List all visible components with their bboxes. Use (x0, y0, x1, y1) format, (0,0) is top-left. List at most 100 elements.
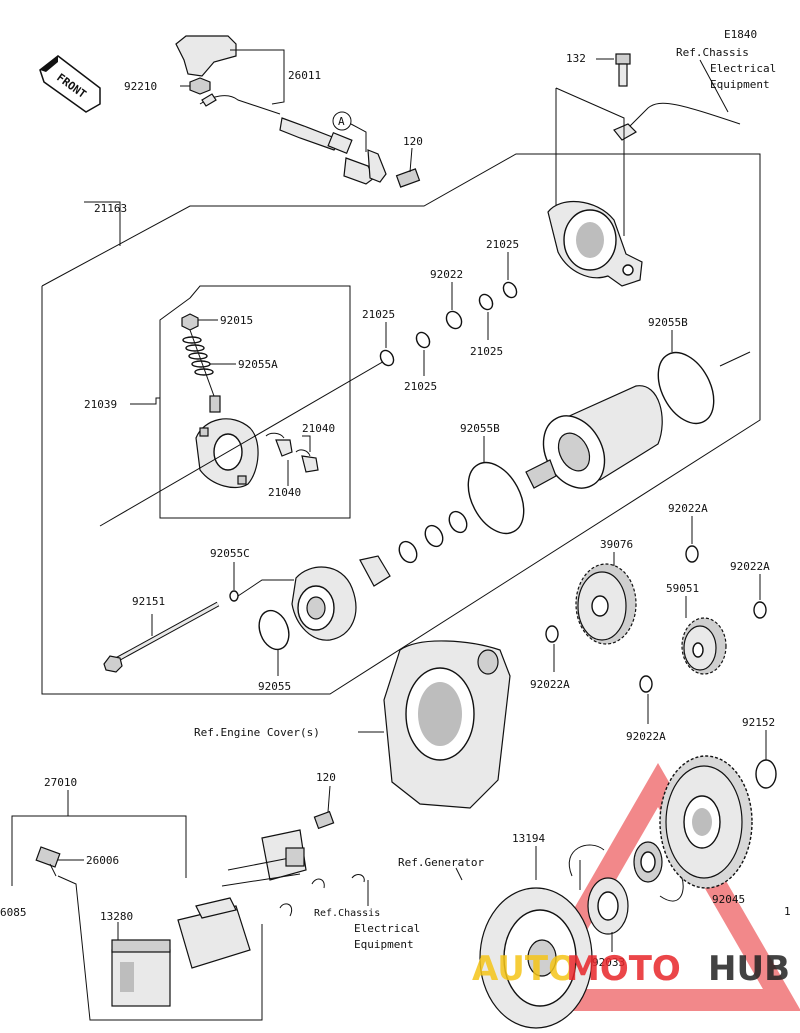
bolt-120-bottom (313, 785, 335, 830)
starter-cable-26011 (175, 35, 387, 185)
leader-26011 (230, 49, 285, 105)
label-92055A: 92055A (238, 358, 278, 371)
svg-text:AUTO: AUTO (472, 949, 577, 989)
label-21040-b: 21040 (268, 486, 301, 499)
label-21025-c: 21025 (470, 345, 503, 358)
terminal-stack (181, 313, 221, 413)
gear-59051 (681, 617, 727, 675)
relay-bracket (221, 829, 307, 887)
ref-generator: Ref.Generator (398, 856, 484, 869)
washer-row-3 (398, 540, 418, 564)
washer-92152 (755, 759, 777, 789)
circlip-arc-1 (568, 844, 605, 877)
needle-bearing (633, 841, 663, 883)
label-21040-a: 21040 (302, 422, 335, 435)
label-92033: 92033 (592, 956, 625, 969)
ground-cable (613, 102, 741, 141)
relay-13280 (111, 939, 171, 1007)
label-92022A-b: 92022A (730, 560, 770, 573)
washer-21025-d (502, 281, 518, 299)
washer-92022a-4 (639, 675, 653, 693)
washer-92022a-3 (545, 625, 559, 643)
lock-plate (359, 555, 391, 587)
starter-assembly-outline (41, 153, 761, 695)
ref-chassis-1-line3: Equipment (710, 78, 770, 91)
washer-row-2 (424, 524, 444, 548)
washer-92022a-1 (685, 545, 699, 563)
o-ring-92055b-lower (467, 461, 525, 535)
o-ring-92055 (258, 609, 290, 651)
label-92022A-d: 92022A (626, 730, 666, 743)
long-bolt-92151 (103, 601, 220, 673)
washer-21025-b (415, 331, 431, 349)
cable-hook-2 (351, 874, 365, 883)
ref-chassis-2-line1: Ref.Chassis (314, 908, 380, 919)
svg-text:HUB: HUB (708, 949, 790, 989)
one-way-clutch (587, 877, 629, 935)
washer-row-1 (448, 510, 468, 534)
label-92055C: 92055C (210, 547, 250, 560)
cable-hook-1 (311, 878, 325, 889)
brush-21040-a (265, 432, 293, 457)
label-92055: 92055 (258, 680, 291, 693)
label-92015: 92015 (220, 314, 253, 327)
label-92022: 92022 (430, 268, 463, 281)
label-92022A-a: 92022A (668, 502, 708, 515)
label-120-bottom: 120 (316, 771, 336, 784)
label-fragment-right: 1 (784, 905, 791, 918)
watermark-text: AUTO MOTO HUB (472, 949, 790, 989)
washer-92022 (445, 310, 463, 330)
o-ring-92055c (229, 590, 239, 602)
label-26011: 26011 (288, 69, 321, 82)
label-59051: 59051 (666, 582, 699, 595)
label-26006: 26006 (86, 854, 119, 867)
label-92152: 92152 (742, 716, 775, 729)
o-ring-92055b-upper (657, 351, 715, 425)
label-6085: 6085 (0, 906, 27, 919)
fuse-26006 (35, 846, 61, 877)
generator-rotor (479, 887, 593, 1029)
ref-chassis-2-line3: Equipment (354, 938, 414, 951)
label-92055B-b: 92055B (460, 422, 500, 435)
washer-21025-a (379, 349, 395, 367)
ref-chassis-2-line2: Electrical (354, 922, 420, 935)
brush-21040-b (295, 449, 319, 473)
relay-holder (177, 897, 251, 969)
label-27010: 27010 (44, 776, 77, 789)
rear-cover (547, 200, 643, 287)
relay-bracket-27010 (11, 790, 187, 886)
diagram-code: E1840 (724, 28, 757, 41)
circlip-arc-2 (659, 877, 684, 902)
engine-cover (383, 640, 511, 809)
label-21163: 21163 (94, 202, 127, 215)
starter-clutch-gear (659, 755, 753, 889)
svg-text:A: A (338, 115, 345, 128)
label-92022A-c: 92022A (530, 678, 570, 691)
cable-hook-3 (279, 903, 293, 917)
brush-holder-outline (159, 285, 351, 519)
bolt-120-top (395, 147, 421, 188)
front-arrow-icon: FRONT (39, 55, 101, 113)
ref-chassis-1-line1: Ref.Chassis (676, 46, 749, 59)
ref-engine-cover: Ref.Engine Cover(s) (194, 726, 320, 739)
label-92055B-a: 92055B (648, 316, 688, 329)
motor-yoke (525, 385, 663, 489)
bolt-132 (615, 53, 631, 87)
label-21025-d: 21025 (486, 238, 519, 251)
label-92045: 92045 (712, 893, 745, 906)
label-21025-a: 21025 (362, 308, 395, 321)
label-13280: 13280 (100, 910, 133, 923)
washer-92022a-2 (753, 601, 767, 619)
label-92210: 92210 (124, 80, 157, 93)
front-cover (291, 566, 357, 641)
ref-chassis-1-line2: Electrical (710, 62, 776, 75)
nut-92210 (189, 77, 211, 95)
label-120-top: 120 (403, 135, 423, 148)
label-13194: 13194 (512, 832, 545, 845)
label-21039: 21039 (84, 398, 117, 411)
washer-21025-c (478, 293, 494, 311)
svg-text:MOTO: MOTO (566, 949, 681, 989)
gear-39076 (575, 563, 637, 645)
brush-plate (195, 418, 259, 489)
